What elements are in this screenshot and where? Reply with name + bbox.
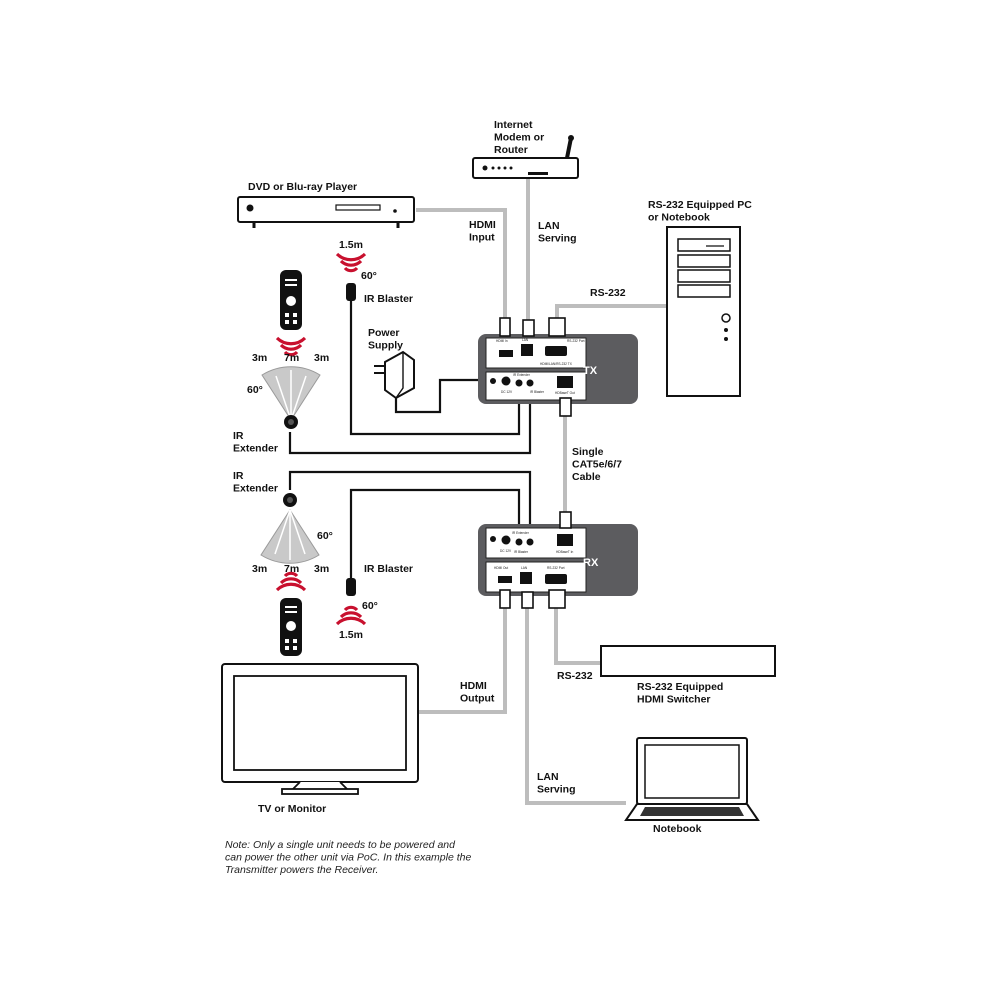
rs232-bottom-label: RS-232 [557,670,593,682]
ir-blaster-top-dist: 1.5m [339,239,363,251]
tx-rs232-port-label: RS-232 Port [567,339,585,343]
rx-power-port-label: DC 12V [500,549,512,553]
cables [288,178,667,805]
pc-tower-device [666,226,741,397]
ir-ext-top-left-dist: 3m [252,352,267,364]
rx-unit-label: RX [583,557,599,569]
remote-control-top [275,270,307,357]
cable-ir-extender-top [288,396,532,455]
ir-blaster-bottom [335,578,367,626]
tx-hdmi-port-label: HDMI In [496,339,508,343]
ir-ext-bottom-mid-dist: 7m [284,563,299,575]
tx-model-label: HDMI/LAN/RS-232 TX [540,362,573,366]
tx-lan-port-label: LAN [522,338,529,342]
ir-ext-bottom-left-dist: 3m [252,563,267,575]
power-supply-device [374,350,415,400]
cable-power [394,378,503,414]
ir-ext-bottom-angle: 60° [317,530,333,542]
cable-lan-bottom [525,604,626,805]
notebook-device [624,737,760,821]
dvd-player-device [237,196,415,228]
cable-ir-extender-bottom [288,470,532,528]
tx-ir-blaster-port-label: IR Blaster [530,390,545,394]
tx-hdbaset-port-label: HDBaseT Out [555,391,575,395]
cable-hdmi-output [418,602,507,714]
router-device [472,135,579,179]
tv-monitor-device [221,663,419,795]
rx-lan-port-label: LAN [521,566,528,570]
ir-blaster-bottom-label: IR Blaster [364,563,413,575]
cable-ir-blaster-top [349,300,521,436]
cable-ir-blaster-bottom [349,488,521,580]
ir-blaster-bottom-angle: 60° [362,600,378,612]
rx-ir-blaster-port-label: IR Blaster [514,550,529,554]
cable-hdmi-input [416,208,507,330]
tx-ir-extender-port-label: IR Extender [513,373,531,377]
ir-blaster-top-label: IR Blaster [364,293,413,305]
rx-hdmi-port-label: HDMI Out [494,566,508,570]
remote-control-bottom [275,571,307,656]
rs232-top-label: RS-232 [590,287,626,299]
ir-ext-top-angle: 60° [247,384,263,396]
rx-ir-extender-port-label: IR Extender [512,531,530,535]
notebook-label: Notebook [653,823,702,835]
ir-ext-top-mid-dist: 7m [284,352,299,364]
ir-blaster-top [335,252,367,301]
tx-unit: HDMI In LAN RS-232 Port HDMI/LAN/RS-232 … [478,334,638,404]
cable-rs232-top [555,304,667,328]
tx-power-port-label: DC 12V [501,390,513,394]
ir-ext-bottom-right-dist: 3m [314,563,329,575]
tx-unit-label: TX [583,365,598,377]
hdmi-switcher-device [600,645,776,677]
ir-extender-top-fan [261,366,321,429]
rx-unit: DC 12V IR Extender IR Blaster HDBaseT In… [478,524,638,596]
ir-blaster-top-angle: 60° [361,270,377,282]
rx-rs232-port-label: RS-232 Port [547,566,565,570]
ir-extender-bottom-fan [260,493,320,564]
ir-blaster-bottom-dist: 1.5m [339,629,363,641]
tx-connectors [499,317,572,417]
rx-connectors [499,511,572,609]
tv-label: TV or Monitor [258,803,326,815]
ir-ext-top-right-dist: 3m [314,352,329,364]
dvd-label: DVD or Blu-ray Player [248,181,357,193]
footnote: Note: Only a single unit needs to be pow… [225,839,471,876]
rx-hdbaset-port-label: HDBaseT In [556,550,574,554]
cable-rs232-bottom [554,606,601,665]
